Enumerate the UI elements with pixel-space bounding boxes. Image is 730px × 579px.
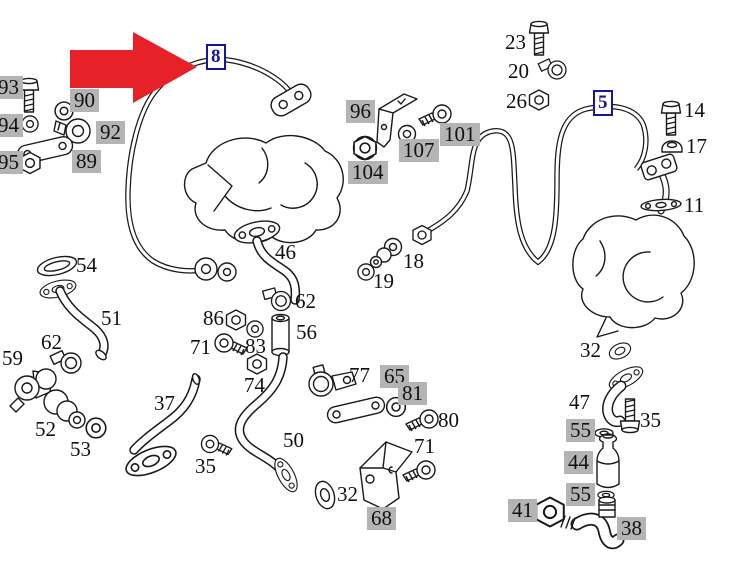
fitting-18 (369, 237, 403, 269)
pipe-51 (60, 291, 108, 361)
clamp-77 (308, 364, 357, 397)
fitting-59 (9, 368, 57, 413)
part-label-62-left[interactable]: 62 (41, 330, 62, 354)
gasket-11 (640, 198, 682, 212)
part-label-35-right[interactable]: 35 (640, 408, 661, 432)
part-label-55-lower[interactable]: 55 (566, 483, 595, 507)
fitting-44 (596, 433, 620, 489)
part-label-80[interactable]: 80 (438, 408, 459, 432)
fitting-52 (43, 389, 86, 429)
part-label-17[interactable]: 17 (686, 134, 707, 158)
part-label-5[interactable]: 5 (593, 90, 613, 116)
part-label-32-right[interactable]: 32 (580, 338, 601, 362)
part-label-55-upper[interactable]: 55 (566, 419, 595, 443)
part-label-90[interactable]: 90 (70, 89, 99, 113)
part-label-62-center[interactable]: 62 (295, 289, 316, 313)
part-label-18[interactable]: 18 (403, 249, 424, 273)
turbocharger-right (572, 214, 695, 338)
bracket-96 (376, 93, 418, 148)
part-label-89[interactable]: 89 (72, 150, 101, 174)
part-label-38[interactable]: 38 (617, 517, 646, 541)
part-label-51[interactable]: 51 (101, 306, 122, 330)
part-label-94[interactable]: 94 (0, 114, 23, 138)
clamp-17 (661, 140, 683, 153)
part-label-52[interactable]: 52 (35, 417, 56, 441)
turbocharger-left (183, 135, 344, 244)
oil-pipe-8 (128, 60, 312, 282)
link-plate (326, 396, 386, 424)
part-label-59[interactable]: 59 (2, 346, 23, 370)
part-label-93[interactable]: 93 (0, 76, 23, 100)
part-label-96[interactable]: 96 (346, 100, 375, 124)
part-label-32-center[interactable]: 32 (337, 482, 358, 506)
part-label-68[interactable]: 68 (367, 507, 396, 531)
part-label-46[interactable]: 46 (275, 240, 296, 264)
part-label-37[interactable]: 37 (154, 391, 175, 415)
part-label-53[interactable]: 53 (70, 437, 91, 461)
part-label-95[interactable]: 95 (0, 151, 23, 175)
part-label-104[interactable]: 104 (348, 161, 388, 185)
part-label-20[interactable]: 20 (508, 59, 529, 83)
tube-56 (271, 313, 290, 357)
part-label-74[interactable]: 74 (244, 373, 265, 397)
part-label-81[interactable]: 81 (398, 382, 427, 406)
part-label-14[interactable]: 14 (684, 98, 705, 122)
part-label-101[interactable]: 101 (440, 123, 480, 147)
part-label-50[interactable]: 50 (283, 428, 304, 452)
pipe-37 (134, 373, 201, 450)
part-label-19[interactable]: 19 (373, 269, 394, 293)
part-label-86[interactable]: 86 (203, 306, 224, 330)
part-label-107[interactable]: 107 (399, 139, 439, 163)
part-label-83[interactable]: 83 (245, 334, 266, 358)
part-label-26[interactable]: 26 (506, 89, 527, 113)
part-label-11[interactable]: 11 (684, 193, 705, 217)
part-label-71-right[interactable]: 71 (414, 434, 435, 458)
oil-pipe-5 (412, 106, 678, 262)
clamp-92 (53, 118, 91, 144)
part-label-41[interactable]: 41 (508, 499, 537, 523)
part-label-23[interactable]: 23 (505, 30, 526, 54)
part-label-71-left[interactable]: 71 (190, 335, 211, 359)
part-label-56[interactable]: 56 (296, 320, 317, 344)
part-label-44[interactable]: 44 (564, 451, 593, 475)
red-arrow-annotation (70, 32, 197, 103)
elbow-38 (560, 496, 618, 543)
part-label-77[interactable]: 77 (349, 363, 370, 387)
part-label-35-left[interactable]: 35 (195, 454, 216, 478)
part-label-54[interactable]: 54 (76, 253, 97, 277)
part-label-8[interactable]: 8 (206, 44, 226, 70)
bracket-68 (359, 441, 413, 510)
part-label-92[interactable]: 92 (96, 121, 125, 145)
part-label-47[interactable]: 47 (569, 390, 590, 414)
